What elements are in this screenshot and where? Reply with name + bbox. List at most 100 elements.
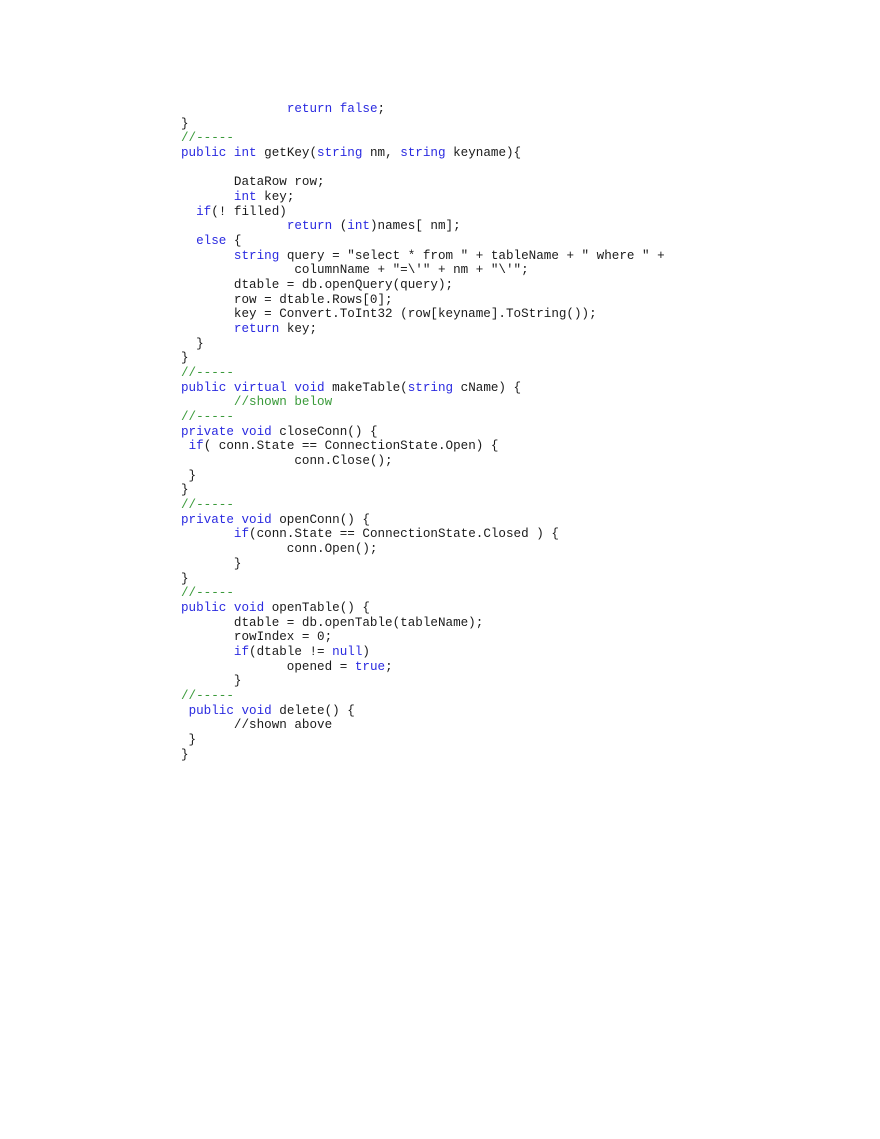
code-text: } [181, 468, 197, 483]
code-line: if(dtable != null) [181, 645, 665, 660]
code-line: } [181, 483, 665, 498]
code-line: } [181, 748, 665, 763]
code-keyword: public virtual void [181, 380, 333, 395]
code-text [181, 234, 196, 248]
code-text [181, 527, 234, 541]
code-text: (conn.State == ConnectionState.Closed ) … [249, 527, 559, 542]
code-line: string query = "select * from " + tableN… [181, 249, 665, 264]
code-line: public int getKey(string nm, string keyn… [181, 146, 665, 161]
code-keyword: string [317, 146, 370, 161]
code-text: conn.Open(); [181, 542, 378, 557]
code-line: //shown below [181, 395, 665, 410]
code-line: } [181, 733, 665, 748]
code-line: //----- [181, 366, 665, 381]
code-text: opened = [181, 659, 355, 674]
code-keyword: true [354, 659, 386, 674]
code-line: int key; [181, 190, 665, 205]
code-line: private void openConn() { [181, 513, 665, 528]
code-text: (dtable != [249, 644, 333, 659]
code-text: delete() { [279, 703, 355, 718]
code-line: return false; [181, 102, 665, 117]
code-line: //----- [181, 498, 665, 513]
code-line: if(conn.State == ConnectionState.Closed … [181, 527, 665, 542]
code-text [181, 205, 196, 219]
code-text: } [181, 732, 197, 747]
code-comment: //shown below [233, 395, 333, 410]
code-line [181, 161, 665, 176]
code-text: query = "select * from " + tableName + "… [286, 248, 665, 263]
code-line: } [181, 351, 665, 366]
code-line: key = Convert.ToInt32 (row[keyname].ToSt… [181, 307, 665, 322]
code-text: } [181, 336, 204, 351]
code-line: opened = true; [181, 660, 665, 675]
code-comment: //----- [181, 688, 234, 703]
code-text: } [181, 747, 189, 762]
code-line: if( conn.State == ConnectionState.Open) … [181, 439, 665, 454]
code-line: if(! filled) [181, 205, 665, 220]
code-comment: //----- [181, 131, 234, 146]
code-text: key; [286, 322, 318, 337]
code-keyword: int [347, 219, 370, 234]
code-keyword: else [196, 234, 234, 249]
code-text: dtable = db.openTable(tableName); [181, 615, 484, 630]
code-text [181, 219, 287, 233]
code-keyword: int [233, 190, 265, 205]
code-line: //----- [181, 410, 665, 425]
code-text: ; [377, 102, 386, 116]
code-text: key = Convert.ToInt32 (row[keyname].ToSt… [181, 307, 597, 322]
code-line: } [181, 572, 665, 587]
code-keyword: public void [188, 703, 280, 718]
code-text: } [181, 556, 242, 571]
code-text: openTable() { [271, 600, 370, 615]
code-text [181, 322, 234, 336]
code-line: row = dtable.Rows[0]; [181, 293, 665, 308]
code-text [181, 395, 234, 409]
code-text: getKey( [264, 146, 318, 161]
code-comment: //----- [181, 366, 234, 381]
code-keyword: if [233, 644, 250, 659]
code-line: columnName + "=\'" + nm + "\'"; [181, 263, 665, 278]
code-keyword: return [233, 322, 287, 337]
code-text: conn.Close(); [181, 454, 393, 469]
code-line: } [181, 337, 665, 352]
code-keyword: public void [181, 600, 272, 615]
code-text: ( conn.State == ConnectionState.Open) { [203, 439, 499, 454]
code-text: keyname){ [453, 146, 522, 161]
code-text: closeConn() { [279, 424, 378, 439]
code-text: //shown above [181, 718, 333, 733]
code-comment: //----- [181, 410, 234, 425]
code-keyword: private void [181, 512, 280, 527]
code-text: cName) { [460, 380, 522, 395]
code-keyword: null [332, 644, 363, 659]
code-keyword: public int [181, 146, 265, 161]
code-line: dtable = db.openTable(tableName); [181, 616, 665, 631]
code-text: openConn() { [279, 512, 370, 527]
code-line: } [181, 557, 665, 572]
code-listing: return false;}//-----public int getKey(s… [181, 102, 665, 762]
code-line: } [181, 117, 665, 132]
code-text [181, 190, 234, 204]
code-keyword: string [407, 380, 461, 395]
code-text: (! filled) [211, 204, 287, 219]
code-text: } [181, 674, 242, 689]
code-text [181, 249, 234, 263]
code-keyword: if [233, 527, 250, 542]
code-text: rowIndex = 0; [181, 630, 333, 645]
code-line: else { [181, 234, 665, 249]
code-line: //shown above [181, 718, 665, 733]
code-text: columnName + "=\'" + nm + "\'"; [181, 263, 529, 278]
code-text: ( [339, 219, 348, 234]
code-text [181, 439, 189, 453]
code-keyword: string [233, 248, 287, 263]
code-keyword: string [400, 146, 454, 161]
code-keyword: private void [181, 424, 280, 439]
code-text: } [181, 116, 189, 131]
code-line: conn.Open(); [181, 542, 665, 557]
code-line: } [181, 674, 665, 689]
code-text: ; [385, 659, 393, 674]
code-text: dtable = db.openQuery(query); [181, 278, 454, 293]
code-text: makeTable( [332, 380, 408, 395]
code-text: key; [264, 190, 295, 205]
code-text: )names[ nm]; [369, 219, 461, 234]
code-text [181, 645, 234, 659]
